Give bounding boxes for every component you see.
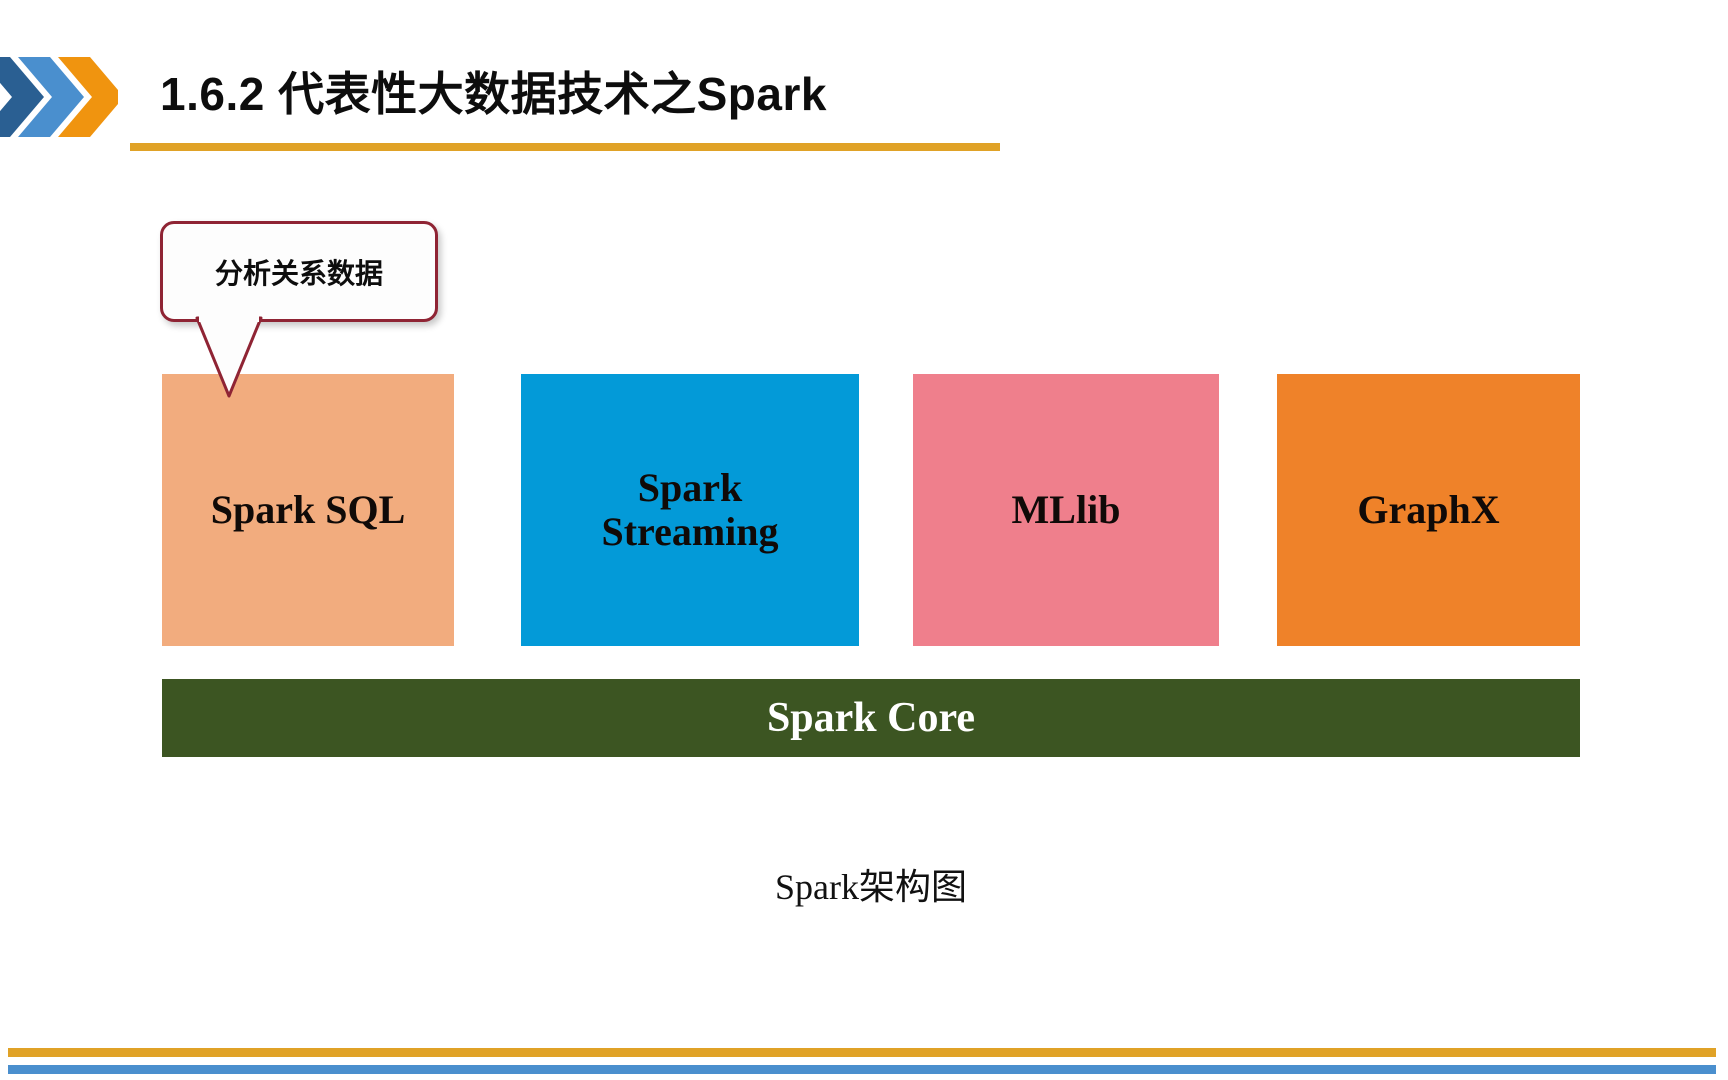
footer-rule-orange bbox=[8, 1048, 1716, 1057]
component-box-graphx: GraphX bbox=[1277, 374, 1580, 646]
component-box-spark-core: Spark Core bbox=[162, 679, 1580, 757]
chevron-orange-icon bbox=[58, 57, 124, 137]
figure-caption-text: Spark架构图 bbox=[775, 867, 967, 907]
chevron-dark-blue-icon bbox=[0, 57, 44, 137]
callout-tail-icon bbox=[195, 316, 285, 400]
footer-rule-blue bbox=[8, 1065, 1716, 1074]
figure-caption: Spark架构图 bbox=[0, 858, 1728, 910]
callout-bubble: 分析关系数据 bbox=[160, 221, 438, 322]
component-box-mllib: MLlib bbox=[913, 374, 1219, 646]
component-box-spark-streaming: Spark Streaming bbox=[521, 374, 859, 646]
component-label-spark-core: Spark Core bbox=[766, 695, 976, 741]
component-label-mllib: MLlib bbox=[1011, 487, 1121, 532]
component-label-spark-streaming: Spark Streaming bbox=[601, 465, 779, 554]
page-title: 1.6.2 代表性大数据技术之Spark bbox=[160, 68, 827, 120]
component-box-spark-sql: Spark SQL bbox=[162, 374, 454, 646]
callout-label: 分析关系数据 bbox=[214, 257, 383, 289]
chevron-blue-icon bbox=[18, 57, 84, 137]
component-label-spark-sql: Spark SQL bbox=[210, 487, 406, 532]
chevron-decoration bbox=[0, 52, 124, 142]
title-underline bbox=[130, 143, 1000, 151]
component-label-graphx: GraphX bbox=[1357, 487, 1500, 532]
